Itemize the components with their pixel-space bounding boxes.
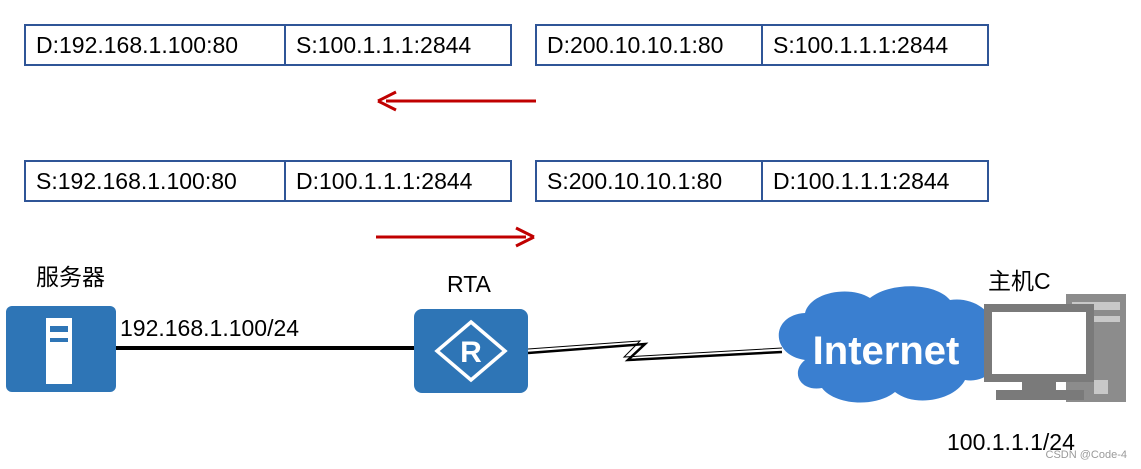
packet-dest-field: D:100.1.1.1:2844 [286, 160, 512, 202]
internet-label: Internet [813, 329, 960, 373]
packet-src-field: S:100.1.1.1:2844 [763, 24, 989, 66]
host-computer-icon [984, 294, 1126, 402]
packet-src-field: S:192.168.1.100:80 [24, 160, 286, 202]
router-icon: R [414, 309, 528, 393]
arrow-right-icon [376, 226, 535, 248]
watermark: CSDN @Code-4 [1045, 449, 1127, 461]
packet-src-field: S:100.1.1.1:2844 [286, 24, 512, 66]
server-icon [6, 306, 116, 392]
server-label: 服务器 [36, 264, 105, 290]
arrow-left-icon [377, 90, 536, 112]
router-symbol: R [460, 336, 482, 369]
packet-dest-field: D:100.1.1.1:2844 [763, 160, 989, 202]
router-label: RTA [447, 271, 491, 297]
packet-dest-field: D:200.10.10.1:80 [535, 24, 763, 66]
server-ip-label: 192.168.1.100/24 [120, 315, 300, 341]
serial-link [527, 342, 783, 362]
host-label: 主机C [988, 268, 1051, 294]
internet-cloud-icon: Internet [778, 286, 1000, 403]
packet-send-inside: S:192.168.1.100:80 D:100.1.1.1:2844 [24, 160, 512, 202]
host-ip-label: 100.1.1.1/24 [947, 429, 1075, 455]
packet-src-field: S:200.10.10.1:80 [535, 160, 763, 202]
packet-send-outside: S:200.10.10.1:80 D:100.1.1.1:2844 [535, 160, 989, 202]
packet-reply-inside: D:192.168.1.100:80 S:100.1.1.1:2844 [24, 24, 512, 66]
packet-reply-outside: D:200.10.10.1:80 S:100.1.1.1:2844 [535, 24, 989, 66]
packet-dest-field: D:192.168.1.100:80 [24, 24, 286, 66]
